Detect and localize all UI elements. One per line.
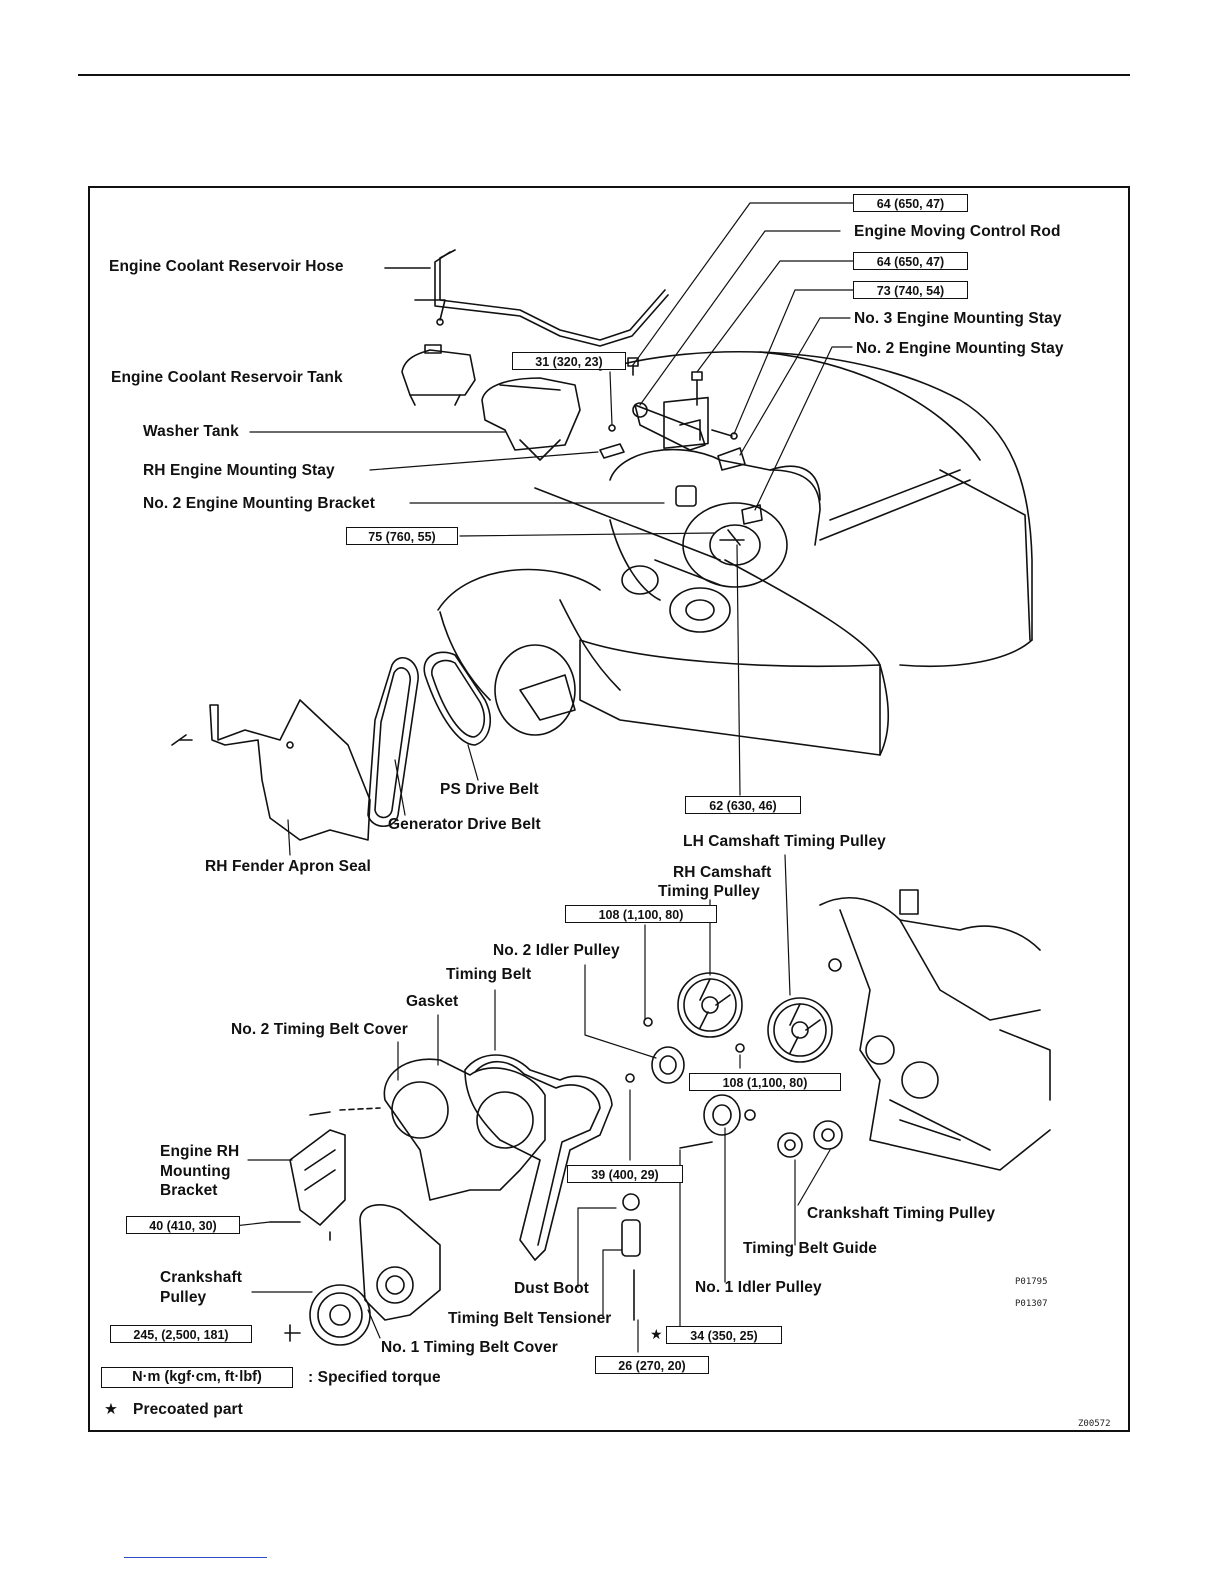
engine-rh-bracket-drawing	[289, 1107, 381, 1226]
figure-code-2: P01307	[1015, 1299, 1048, 1309]
lh-camshaft-pulley-drawing	[767, 997, 833, 1063]
label-gasket: Gasket	[406, 993, 459, 1010]
label-engine-rh-line2: Mounting	[160, 1163, 231, 1180]
legend-precoated-part: Precoated part	[133, 1401, 243, 1418]
label-engine-moving-control-rod: Engine Moving Control Rod	[854, 223, 1061, 240]
label-no2-idler-pulley: No. 2 Idler Pulley	[493, 942, 620, 959]
label-engine-rh-line3: Bracket	[160, 1182, 218, 1199]
torque-box-31: 31 (320, 23)	[512, 352, 626, 370]
label-lh-camshaft-timing-pulley: LH Camshaft Timing Pulley	[683, 833, 886, 850]
tensioner-drawing	[269, 1193, 641, 1321]
mounting-parts-top	[599, 357, 763, 546]
footer-link-underline[interactable]	[124, 1557, 267, 1558]
torque-box-73: 73 (740, 54)	[853, 281, 968, 299]
torque-box-75: 75 (760, 55)	[346, 527, 458, 545]
figure-code-1: P01795	[1015, 1277, 1048, 1287]
coolant-hose-drawing	[384, 249, 669, 347]
torque-box-34: 34 (350, 25)	[666, 1326, 782, 1344]
no2-timing-belt-cover-drawing	[383, 1058, 546, 1201]
leader-lines	[224, 202, 854, 1353]
diagram-frame	[88, 186, 1130, 1432]
label-timing-belt: Timing Belt	[446, 966, 532, 983]
torque-box-39: 39 (400, 29)	[567, 1165, 683, 1183]
torque-box-245: 245, (2,500, 181)	[110, 1325, 252, 1343]
label-engine-rh-line1: Engine RH	[160, 1143, 240, 1160]
torque-box-40: 40 (410, 30)	[126, 1216, 240, 1234]
torque-box-62: 62 (630, 46)	[685, 796, 801, 814]
fender-apron-seal-drawing	[171, 699, 371, 841]
label-no1-timing-belt-cover: No. 1 Timing Belt Cover	[381, 1339, 558, 1356]
label-crankshaft-timing-pulley: Crankshaft Timing Pulley	[807, 1205, 996, 1222]
label-coolant-reservoir-tank: Engine Coolant Reservoir Tank	[111, 369, 343, 386]
torque-box-108a: 108 (1,100, 80)	[565, 905, 717, 923]
label-rh-camshaft-line2: Timing Pulley	[658, 883, 760, 900]
generator-drive-belt-drawing	[367, 657, 419, 828]
rh-camshaft-pulley-drawing	[677, 972, 743, 1038]
reservoir-tank-drawing	[401, 344, 476, 406]
label-crankshaft-pulley-line1: Crankshaft	[160, 1269, 242, 1286]
label-no3-engine-mounting-stay: No. 3 Engine Mounting Stay	[854, 310, 1062, 327]
label-rh-fender-apron-seal: RH Fender Apron Seal	[205, 858, 371, 875]
vehicle-body-outline	[437, 350, 1033, 756]
label-no2-timing-belt-cover: No. 2 Timing Belt Cover	[231, 1021, 408, 1038]
ps-drive-belt-drawing	[423, 651, 491, 746]
hub-drawing	[494, 644, 576, 736]
label-rh-camshaft-line1: RH Camshaft	[673, 864, 772, 881]
label-generator-drive-belt: Generator Drive Belt	[388, 816, 541, 833]
torque-box-26: 26 (270, 20)	[595, 1356, 709, 1374]
label-ps-drive-belt: PS Drive Belt	[440, 781, 539, 798]
torque-box-64a: 64 (650, 47)	[853, 194, 968, 212]
label-crankshaft-pulley-line2: Pulley	[160, 1289, 207, 1306]
engine-block-lower	[819, 889, 1051, 1171]
header-rule	[78, 74, 1130, 76]
label-timing-belt-guide: Timing Belt Guide	[743, 1240, 878, 1257]
figure-code-main: Z00572	[1078, 1419, 1111, 1429]
legend-unit-box: N·m (kgf·cm, ft·lbf)	[101, 1367, 293, 1388]
no1-timing-belt-cover-drawing	[359, 1204, 441, 1321]
idler-pulleys-drawing	[625, 1017, 843, 1158]
torque-box-108b: 108 (1,100, 80)	[689, 1073, 841, 1091]
label-washer-tank: Washer Tank	[143, 423, 239, 440]
label-dust-boot: Dust Boot	[514, 1280, 589, 1297]
crankshaft-pulley-drawing	[284, 1284, 371, 1346]
timing-belt-drawing	[464, 1054, 613, 1261]
label-no1-idler-pulley: No. 1 Idler Pulley	[695, 1279, 822, 1296]
label-no2-engine-mounting-stay: No. 2 Engine Mounting Stay	[856, 340, 1064, 357]
engine-block-top	[609, 448, 821, 633]
washer-tank-drawing	[481, 377, 581, 461]
label-coolant-reservoir-hose: Engine Coolant Reservoir Hose	[109, 258, 344, 275]
legend-specified-torque: : Specified torque	[308, 1369, 441, 1386]
torque-box-64b: 64 (650, 47)	[853, 252, 968, 270]
label-no2-engine-mounting-bracket: No. 2 Engine Mounting Bracket	[143, 495, 375, 512]
label-timing-belt-tensioner: Timing Belt Tensioner	[448, 1310, 612, 1327]
precoated-star-icon: ★	[650, 1326, 663, 1342]
label-rh-engine-mounting-stay: RH Engine Mounting Stay	[143, 462, 335, 479]
legend-star-icon: ★	[104, 1401, 118, 1418]
